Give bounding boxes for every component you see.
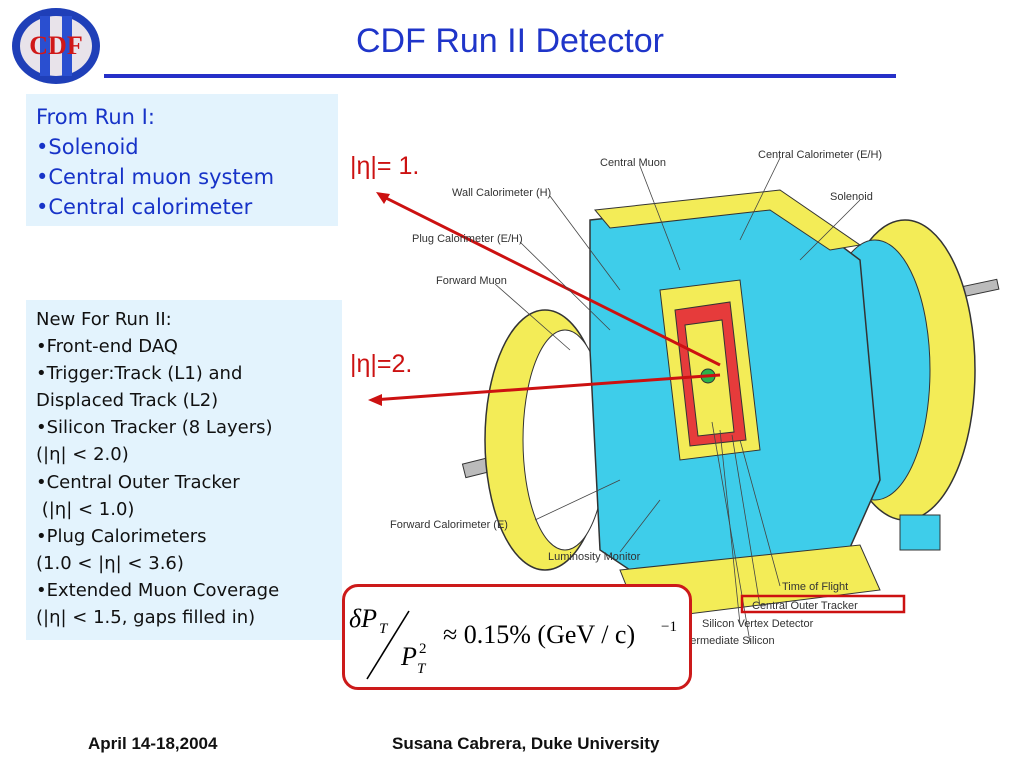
run2-line: •Central Outer Tracker [36,471,240,493]
label-luminosity-monitor: Luminosity Monitor [548,551,641,563]
formula-numerator: δP [349,604,377,633]
run2-line: New For Run II: [36,309,172,330]
formula-numerator-sub: T [379,621,389,637]
eta1-line [379,193,721,367]
footer-author: Susana Cabrera, Duke University [392,734,660,753]
eta2-label: |η|=2. [350,350,413,378]
formula-denominator-sup: 2 [419,641,427,657]
top-frame [594,189,862,251]
label-intermediate-silicon: Intermediate Silicon [678,635,775,647]
label-plug-calorimeter: Plug Calorimeter (E/H) [412,233,523,245]
run2-line: Displaced Track (L2) [36,390,219,412]
run2-line: •Silicon Tracker (8 Layers) [36,417,273,439]
label-central-outer-tracker: Central Outer Tracker [752,600,858,612]
cot-highlight-box [740,594,906,614]
label-time-of-flight: Time of Flight [782,581,848,593]
formula-denominator-sub: T [417,661,427,677]
label-silicon-vertex-detector: Silicon Vertex Detector [702,618,814,630]
eta1-arrowhead [376,192,390,204]
footer-date: April 14-18,2004 [88,734,218,753]
label-wall-calorimeter: Wall Calorimeter (H) [452,187,551,199]
run1-box: From Run I: •Solenoid •Central muon syst… [26,94,338,226]
label-central-muon: Central Muon [600,157,666,169]
run1-item: •Central calorimeter [36,195,253,219]
formula-exponent: −1 [661,619,677,635]
run1-item: •Central muon system [36,165,275,189]
run2-line: (|η| < 1.5, gaps filled in) [36,607,256,629]
label-solenoid: Solenoid [830,191,873,203]
label-forward-muon: Forward Muon [436,275,507,287]
run2-line: •Front-end DAQ [36,336,178,358]
eta2-line [371,373,721,402]
resolution-formula: δP T P 2 T ≈ 0.15% (GeV / c) −1 [342,584,692,690]
cdf-logo: CDF [10,6,102,86]
detector-diagram: Central Muon Central Calorimeter (E/H) W… [368,150,1000,647]
formula-denominator: P [400,642,417,671]
side-block [899,514,941,551]
logo-text: CDF [29,31,82,60]
label-central-calorimeter: Central Calorimeter (E/H) [758,150,882,161]
run2-line: •Plug Calorimeters [36,525,207,547]
run2-line: (1.0 < |η| < 3.6) [36,552,184,574]
run1-item: •Solenoid [36,135,139,159]
run1-heading: From Run I: [36,105,155,129]
eta1-label: |η|= 1. [350,152,420,180]
run2-line: •Trigger:Track (L1) and [36,363,243,385]
run2-box: New For Run II: •Front-end DAQ •Trigger:… [26,300,342,640]
label-forward-calorimeter: Forward Calorimeter (E) [390,519,508,531]
run2-line: •Extended Muon Coverage [36,579,280,601]
eta2-arrowhead [368,394,382,406]
run2-line: (|η| < 1.0) [36,498,135,520]
run2-line: (|η| < 2.0) [36,444,129,466]
title-underline [104,74,896,78]
page-title: CDF Run II Detector [356,22,664,60]
formula-approx: ≈ 0.15% (GeV / c) [443,620,635,649]
